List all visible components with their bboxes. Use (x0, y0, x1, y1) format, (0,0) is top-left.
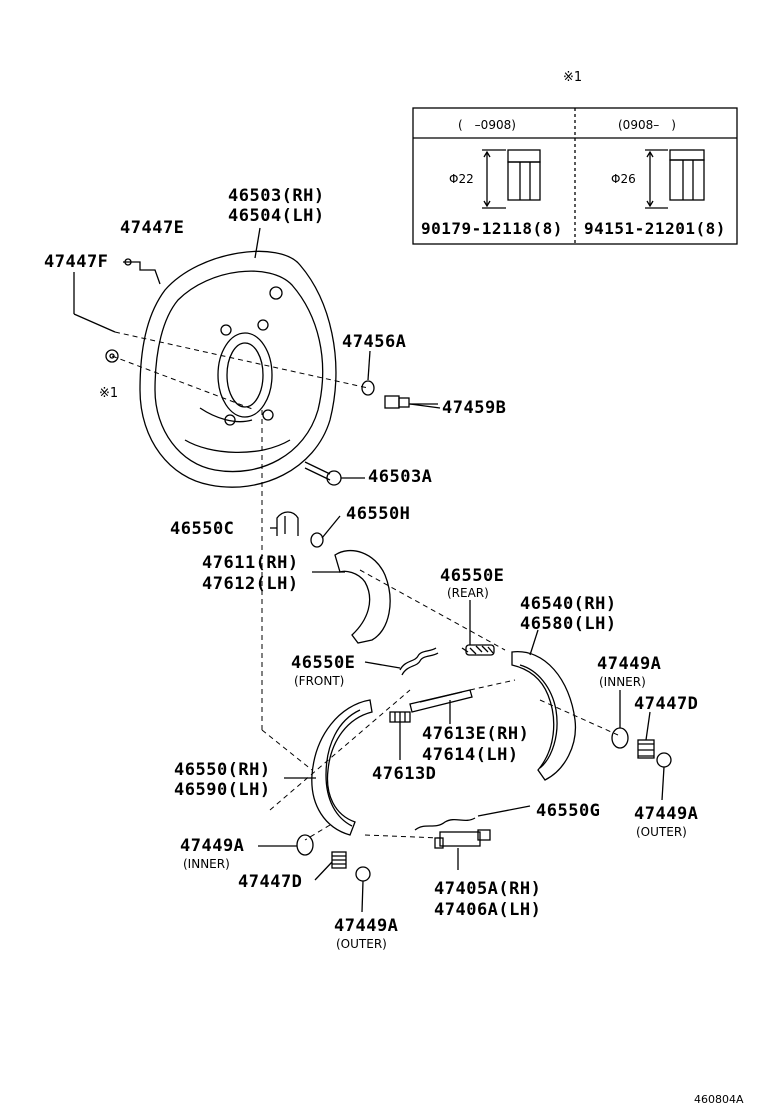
figure-id: 460804A (694, 1093, 744, 1106)
label-47459b: 47459B (442, 398, 507, 418)
part-47449a-inner-left (296, 834, 314, 856)
table-dim-col2: Φ26 (611, 172, 636, 186)
label-47449a-inner-right: 47449A (597, 654, 662, 674)
label-47449a-outer-left: 47449A (334, 916, 399, 936)
part-46550-shoe (311, 699, 373, 836)
label-outer-note-left: (OUTER) (336, 937, 387, 951)
part-46550h-washer (310, 532, 324, 548)
leader-lines (254, 227, 665, 913)
backing-plate (139, 250, 337, 488)
part-47449a-inner-right (611, 727, 629, 749)
part-46550c-clip (276, 511, 299, 536)
label-46550e-front: 46550E (291, 653, 356, 673)
label-47449a-inner-left: 47449A (180, 836, 245, 856)
label-47405a: 47405A(RH) (434, 879, 542, 899)
label-46550h: 46550H (346, 504, 411, 524)
table-part-col2: 94151-21201(8) (584, 219, 726, 238)
table-note-mark: ※1 (563, 70, 583, 85)
part-47613d-plate (389, 711, 411, 723)
part-47405a-cylinder (434, 829, 491, 849)
label-47447f: 47447F (44, 252, 109, 272)
label-inner-note-right: (INNER) (599, 675, 646, 689)
label-inner-note-left: (INNER) (183, 857, 230, 871)
label-46504: 46504(LH) (228, 206, 325, 226)
assembly-lines (111, 331, 619, 841)
part-47449a-outer-right (656, 752, 672, 768)
label-47613d: 47613D (372, 764, 437, 784)
label-47456a: 47456A (342, 332, 407, 352)
fastener-reference-table (412, 107, 738, 245)
label-47447e: 47447E (120, 218, 185, 238)
part-47613e-strut (409, 689, 473, 713)
label-46590: 46590(LH) (174, 780, 271, 800)
nut-icon-note (105, 349, 119, 363)
label-rear-note: (REAR) (447, 586, 489, 600)
part-46550e-spring-rear (461, 644, 495, 656)
label-46540: 46540(RH) (520, 594, 617, 614)
part-47456a-washer (361, 380, 375, 396)
label-47447d-right: 47447D (634, 694, 699, 714)
part-46550g-spring (414, 817, 476, 831)
nut-icon-small (482, 149, 541, 209)
label-note-mark: ※1 (99, 386, 119, 401)
table-header-col1: ( –0908) (458, 118, 516, 132)
part-47449a-outer-left (355, 866, 371, 882)
part-46503a-bolt (304, 461, 365, 486)
label-47406a: 47406A(LH) (434, 900, 542, 920)
table-header-col2: (0908– ) (618, 118, 676, 132)
label-47449a-outer-right: 47449A (634, 804, 699, 824)
label-46580: 46580(LH) (520, 614, 617, 634)
label-front-note: (FRONT) (294, 674, 345, 688)
part-47447d-left-spring (331, 851, 347, 869)
label-46550c: 46550C (170, 519, 235, 539)
label-46550g: 46550G (536, 801, 601, 821)
label-46503a: 46503A (368, 467, 433, 487)
table-dim-col1: Φ22 (449, 172, 474, 186)
label-47613e: 47613E(RH) (422, 724, 530, 744)
label-46550e-rear: 46550E (440, 566, 505, 586)
part-46550e-spring-front (399, 647, 439, 676)
label-47447d-left: 47447D (238, 872, 303, 892)
label-47612: 47612(LH) (202, 574, 299, 594)
table-part-col1: 90179-12118(8) (421, 219, 563, 238)
label-46550: 46550(RH) (174, 760, 271, 780)
label-outer-note-right: (OUTER) (636, 825, 687, 839)
part-47447d-right-spring (637, 739, 655, 759)
part-47611-lever (334, 549, 391, 644)
label-46503: 46503(RH) (228, 186, 325, 206)
part-46540-shoe (511, 651, 577, 781)
nut-icon-large (645, 149, 705, 209)
part-47447e-hook (123, 261, 161, 285)
label-47614: 47614(LH) (422, 745, 519, 765)
label-47611: 47611(RH) (202, 553, 299, 573)
